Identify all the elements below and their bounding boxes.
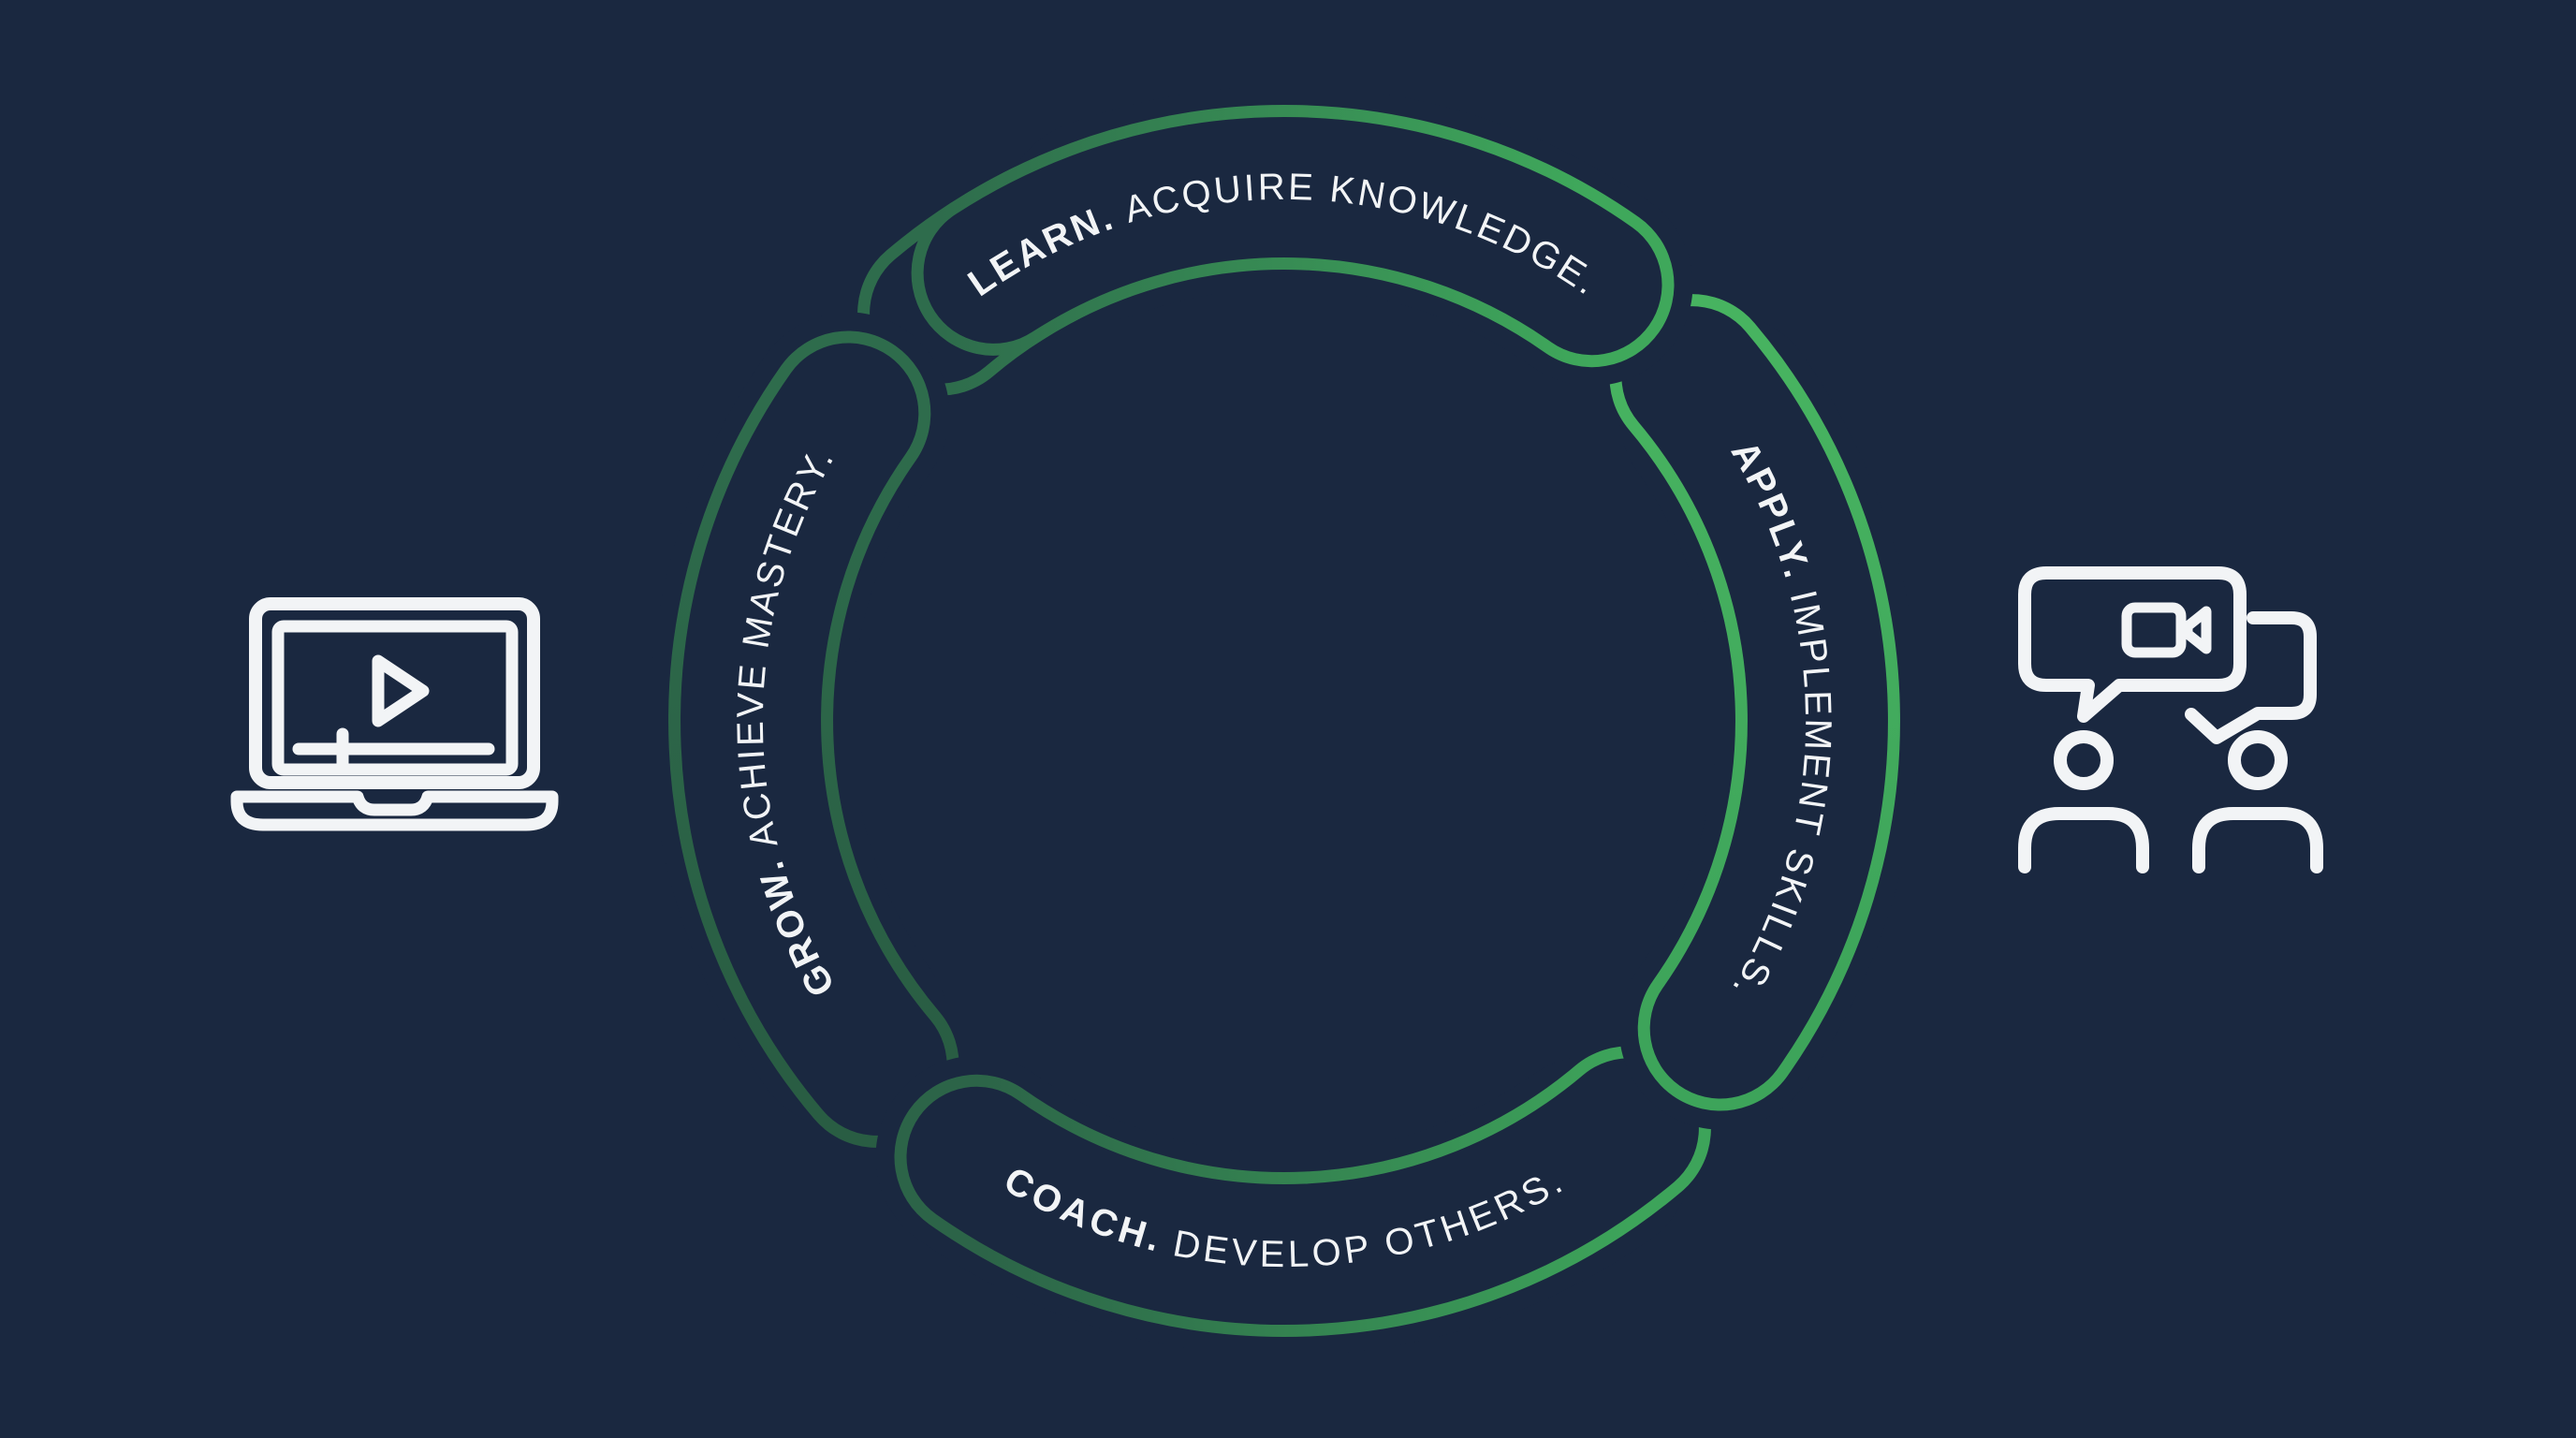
speech-bubble-right <box>2185 611 2317 744</box>
laptop-base <box>230 790 559 831</box>
play-icon <box>372 654 430 727</box>
person-right-head <box>2228 730 2288 790</box>
person-right-shoulders <box>2192 807 2323 873</box>
video-chat-people-icon <box>2018 566 2323 873</box>
learning-cycle-diagram: LEARN.ACQUIRE KNOWLEDGE. APPLY.IMPLEMENT… <box>730 167 1839 1275</box>
laptop-screen-outer <box>249 597 540 789</box>
speech-bubble-left <box>2018 566 2247 723</box>
person-left-head <box>2054 730 2114 790</box>
video-camera-lens-icon <box>2182 606 2212 654</box>
video-camera-body-icon <box>2121 602 2187 658</box>
laptop-screen-inner <box>271 620 519 776</box>
laptop-video-player-icon <box>230 597 559 831</box>
person-left-shoulders <box>2018 807 2149 873</box>
